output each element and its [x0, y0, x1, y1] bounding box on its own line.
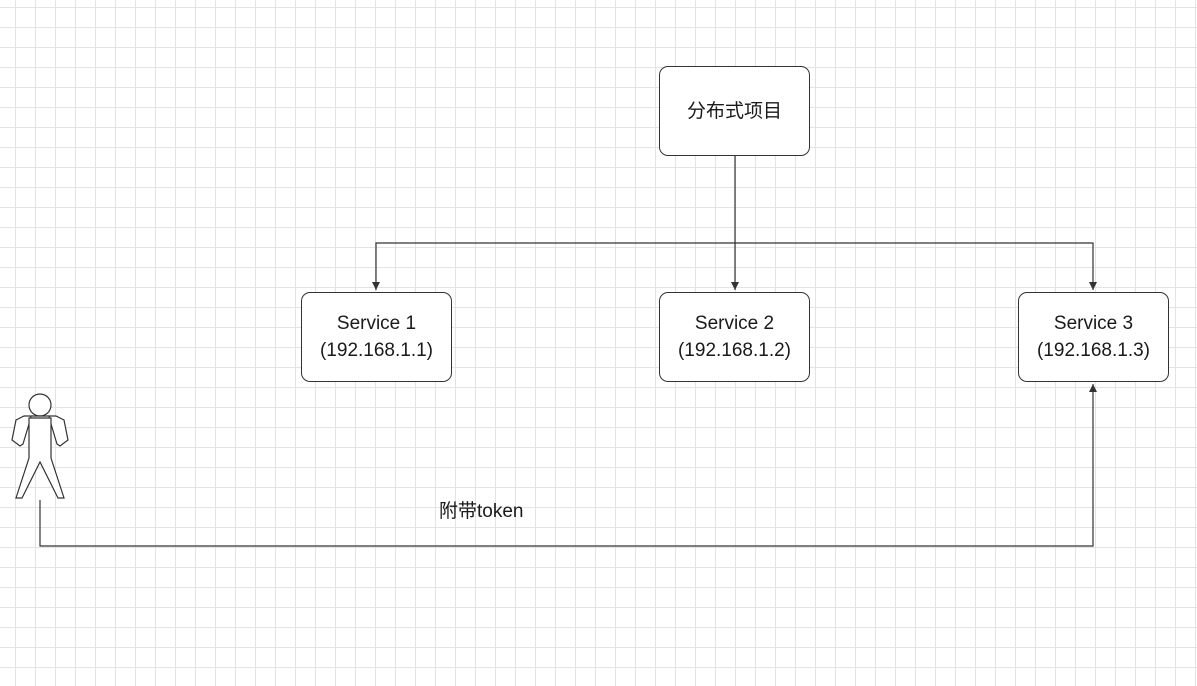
edge-root-to-service3 [735, 242, 1097, 290]
service-1-ip: (192.168.1.1) [319, 340, 434, 361]
node-distributed-project[interactable]: 分布式项目 [659, 66, 810, 156]
edge-root-to-service1 [372, 242, 735, 290]
person-icon [11, 393, 69, 499]
edge-label-token: 附带token [439, 501, 524, 522]
node-service-1[interactable]: Service 1 (192.168.1.1) [301, 292, 452, 382]
node-root-label: 分布式项目 [686, 100, 782, 122]
node-service-2[interactable]: Service 2 (192.168.1.2) [659, 292, 810, 382]
service-2-ip: (192.168.1.2) [677, 340, 792, 361]
service-3-ip: (192.168.1.3) [1036, 340, 1151, 361]
edge-user-to-service3 [39, 384, 1097, 547]
service-3-name: Service 3 [1053, 313, 1134, 334]
service-2-name: Service 2 [694, 313, 775, 334]
service-1-name: Service 1 [336, 313, 417, 334]
node-service-3[interactable]: Service 3 (192.168.1.3) [1018, 292, 1169, 382]
